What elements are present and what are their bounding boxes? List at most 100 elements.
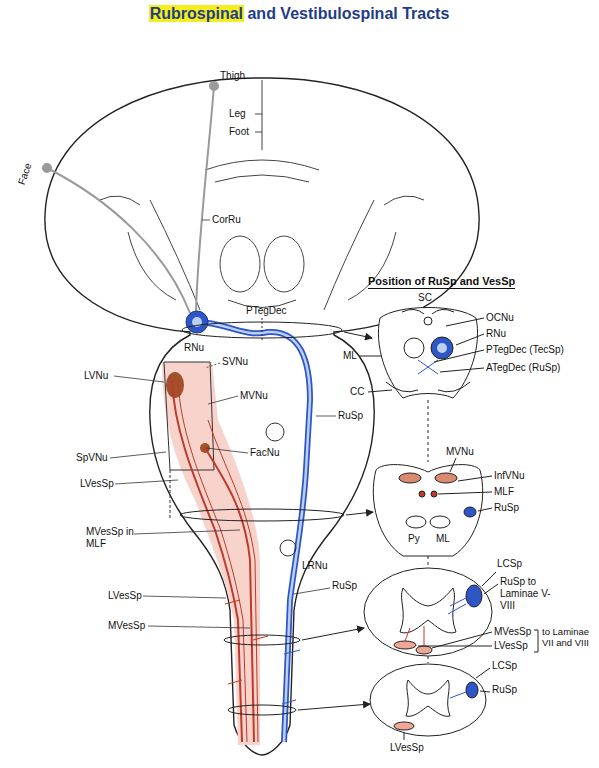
midbrain-section-part	[402, 309, 454, 314]
brain-internal-structures-part	[100, 196, 140, 205]
nucleus-label: InfVNu	[494, 470, 525, 482]
section-arrows-part	[302, 628, 364, 640]
nucleus-label: SpVNu	[76, 452, 108, 464]
structure-label: Py	[408, 533, 420, 545]
tract-label: MVesSp	[108, 620, 145, 632]
tract-label: RuSp	[332, 580, 357, 592]
rubrospinal-tract-part	[197, 322, 310, 742]
body-part-label: Leg	[229, 108, 246, 120]
medulla-section-part	[430, 516, 450, 528]
midbrain-section-part	[378, 308, 477, 399]
section-arrows-part	[180, 509, 344, 521]
vestibulospinal-tracts-part	[166, 372, 184, 398]
cervical-cord-section-part	[482, 572, 496, 586]
tract-label: LCSp	[492, 660, 517, 672]
tract-label: LVesSp	[494, 640, 528, 652]
tract-label: RuSp	[494, 502, 519, 514]
cervical-cord-section-part	[466, 585, 482, 607]
leader-lines-part	[208, 396, 238, 404]
leader-lines-part	[202, 220, 210, 221]
brain-internal-structures-part	[348, 232, 396, 300]
rubrospinal-tract-part	[262, 318, 263, 340]
midbrain-section-part	[431, 337, 453, 359]
decussation-label: ATegDec (RuSp)	[486, 362, 560, 374]
section-arrows-part	[182, 322, 342, 338]
midbrain-section-part	[424, 317, 432, 325]
nucleus-label: FacNu	[250, 447, 279, 459]
structure-label: ML	[436, 533, 450, 545]
lower-cord-section-part	[406, 680, 450, 716]
tract-label: RuSp	[492, 684, 517, 696]
midbrain-section	[360, 308, 484, 399]
nucleus-label: OCNu	[486, 312, 514, 324]
brain-internal-structures-part	[128, 232, 176, 300]
medulla-section-part	[399, 473, 421, 483]
section-arrows-part	[346, 512, 373, 515]
structure-label: SC	[418, 292, 432, 304]
nucleus-label: LRNu	[302, 560, 328, 572]
vestibulospinal-tracts-part	[205, 448, 254, 742]
medulla-section-part	[419, 491, 425, 497]
brain-internal-structures-part	[262, 80, 263, 150]
tract-label: MVesSp	[494, 626, 531, 638]
midbrain-section-part	[360, 318, 484, 392]
cervical-cord-section-part	[416, 646, 432, 654]
vestibulospinal-tracts-part	[172, 380, 242, 742]
lower-cord-section-part	[466, 682, 478, 698]
brain-internal-structures-part	[255, 132, 262, 133]
rubrospinal-tract-part	[266, 423, 284, 441]
section-heading: Position of RuSp and VesSp	[368, 274, 515, 289]
medulla-section	[373, 458, 492, 556]
page-title: Rubrospinal and Vestibulospinal Tracts	[150, 5, 450, 22]
tract-label: MLF	[494, 486, 514, 498]
vestibulospinal-tracts-part	[208, 420, 258, 742]
cervical-cord-section-part	[534, 630, 538, 652]
cervical-cord-section-part	[405, 626, 424, 646]
vestibulospinal-tracts-part	[164, 362, 214, 470]
medulla-section-part	[464, 507, 476, 517]
body-part-label: Thigh	[220, 70, 245, 82]
medulla-section-part	[406, 516, 426, 528]
brain-internal-structures-part	[220, 236, 260, 292]
rubrospinal-tract-part	[186, 311, 208, 333]
rubrospinal-tract-part	[197, 322, 310, 742]
tract-label: LVesSp	[390, 742, 424, 754]
cervical-cord-section-part	[364, 568, 492, 656]
brain-internal-structures-part	[384, 196, 424, 205]
medulla-section-part	[435, 473, 457, 483]
cervical-cord-section-part	[418, 632, 492, 648]
leader-lines	[110, 220, 336, 628]
midbrain-section-part	[437, 343, 447, 353]
section-arrows-part	[224, 635, 300, 645]
section-arrows-part	[228, 705, 296, 715]
structure-label: ML	[343, 350, 357, 362]
title-bar: Rubrospinal and Vestibulospinal Tracts	[0, 5, 599, 23]
leader-lines-part	[148, 626, 250, 628]
section-arrows-part	[298, 704, 370, 710]
corticorubral-fibres-part	[43, 164, 51, 172]
cervical-cord-section-part	[484, 584, 498, 594]
decussation-label: PTegDec (TecSp)	[486, 344, 564, 356]
leader-lines-part	[134, 530, 240, 534]
brain-internal-structures-part	[215, 175, 309, 182]
corticorubral-fibres-part	[196, 86, 214, 311]
decussation-label: PTegDec	[246, 305, 287, 317]
nucleus-label: SVNu	[222, 356, 248, 368]
vestibulospinal-tracts	[162, 362, 268, 745]
vestibulospinal-tracts-part	[178, 380, 247, 742]
rubrospinal-tract-part	[280, 540, 296, 556]
nucleus-label: RNu	[486, 328, 506, 340]
cervical-cord-section-part	[400, 588, 456, 633]
tract-label: LVesSp	[108, 590, 142, 602]
nucleus-label: LVNu	[84, 370, 108, 382]
section-arrows-part	[344, 332, 372, 338]
medulla-section-part	[438, 458, 492, 511]
lower-cord-section-part	[476, 668, 490, 692]
nucleus-label: MVNu	[240, 390, 268, 402]
leader-lines-part	[206, 448, 248, 453]
lower-cord-section-part	[394, 722, 414, 730]
cervical-cord-section-part	[394, 641, 416, 649]
brain-internal-structures-part	[264, 236, 304, 292]
